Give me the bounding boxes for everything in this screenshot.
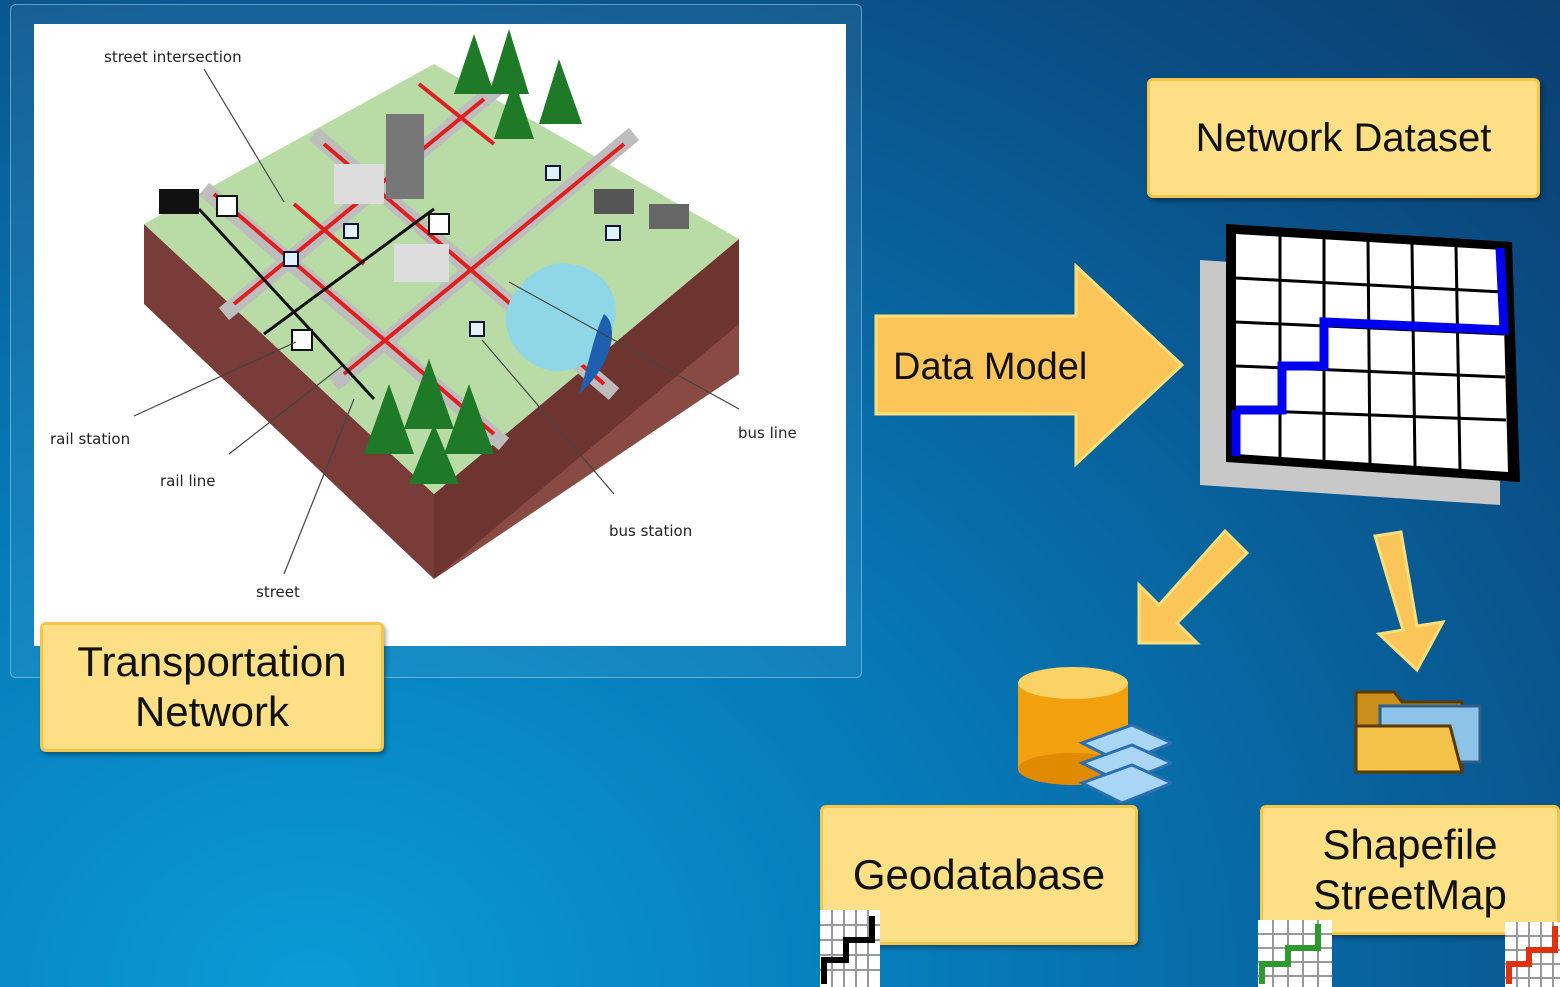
network-dataset-note: Network Dataset [1147, 78, 1540, 198]
data-model-arrow [874, 262, 1185, 468]
label-bus-line: bus line [738, 424, 797, 442]
geodatabase-cylinder-icon [1018, 667, 1172, 805]
network-dataset-label: Network Dataset [1195, 116, 1492, 160]
arrow-to-shapefile [1373, 530, 1446, 673]
transportation-network-line2: Network [134, 688, 290, 735]
shapefile-streetmap-note: Shapefile StreetMap [1260, 805, 1560, 935]
network-grid-green-icon [1258, 920, 1332, 987]
geodatabase-label: Geodatabase [852, 850, 1106, 898]
shapefile-label: Shapefile [1322, 820, 1498, 868]
label-bus-station: bus station [609, 522, 692, 540]
data-model-label: Data Model [893, 346, 1088, 388]
label-rail-line: rail line [160, 472, 216, 490]
label-rail-station: rail station [50, 430, 130, 448]
transportation-network-line1: Transportation [77, 637, 347, 685]
network-grid-black-icon [820, 910, 880, 987]
network-grid-icon [1200, 224, 1520, 505]
arrow-to-geodatabase [1137, 528, 1250, 645]
label-street: street [256, 583, 300, 601]
transportation-network-note: Transportation Network [40, 622, 384, 752]
streetmap-label: StreetMap [1313, 871, 1507, 918]
folder-icon [1354, 690, 1482, 774]
label-street-intersection: street intersection [104, 48, 242, 66]
transportation-network-illustration: street intersection rail station rail li… [34, 24, 846, 646]
network-grid-red-icon [1505, 922, 1560, 987]
